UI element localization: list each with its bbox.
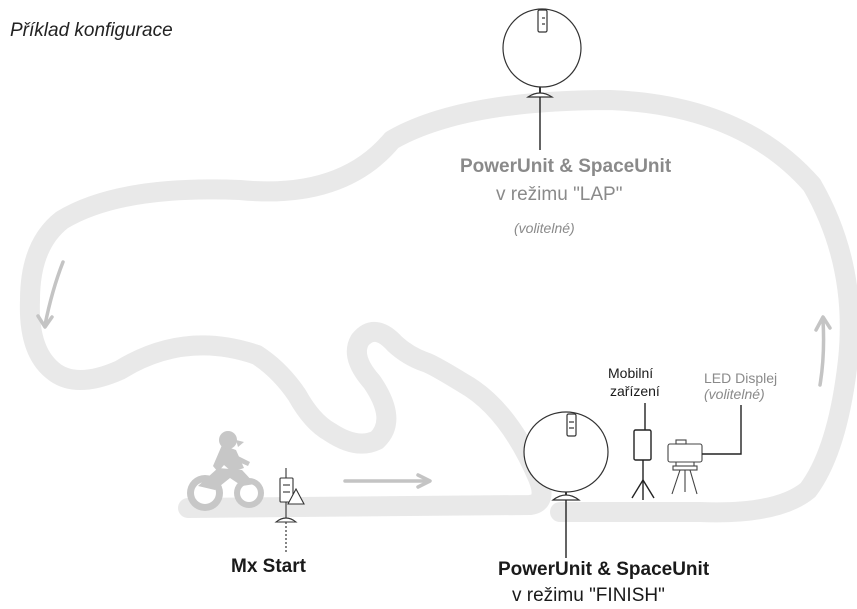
finish-satellite-dish-icon [523, 411, 609, 501]
led-label-line2: (volitelné) [704, 386, 765, 402]
lap-satellite-dish-icon [502, 8, 582, 98]
led-connector-line [702, 405, 742, 455]
led-display-tripod-icon [667, 439, 703, 495]
lap-unit-optional: (volitelné) [514, 220, 575, 236]
finish-unit-name: PowerUnit & SpaceUnit [498, 559, 710, 580]
lap-unit-name: PowerUnit & SpaceUnit [460, 156, 672, 177]
mx-start-gate-icon [274, 468, 305, 523]
lap-unit-mode: v režimu "LAP" [496, 184, 623, 205]
race-track [19, 90, 857, 523]
direction-arrow-right [814, 315, 832, 387]
finish-unit-mode: v režimu "FINISH" [512, 585, 665, 606]
direction-arrow-bottom [343, 473, 432, 489]
led-label-line1: LED Displej [704, 370, 778, 386]
motorcycle-rider-icon [187, 431, 264, 511]
direction-arrow-left [36, 260, 65, 329]
mobile-label-line1: Mobilní [608, 365, 654, 381]
mobile-device-icon [631, 429, 655, 500]
start-label: Mx Start [231, 556, 306, 577]
mobile-label-line2: zařízení [610, 383, 660, 399]
page-title: Příklad konfigurace [10, 20, 173, 41]
